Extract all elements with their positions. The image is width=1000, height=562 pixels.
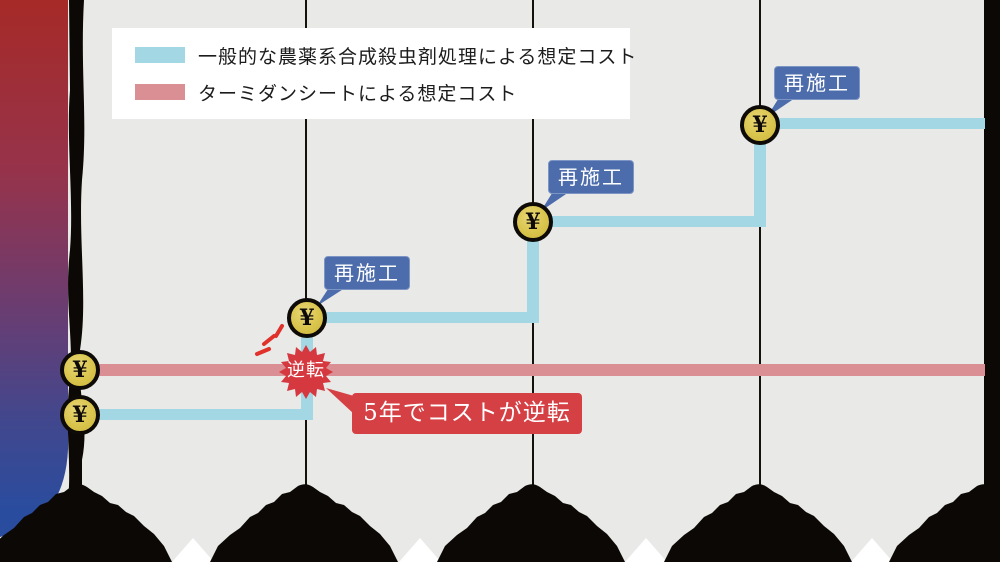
reapply-label: 再施工 bbox=[334, 261, 400, 285]
conventional-cost-riser bbox=[754, 118, 766, 227]
legend-swatch-termidan bbox=[135, 84, 185, 100]
mountain-silhouette bbox=[0, 484, 172, 562]
yen-icon: ¥ bbox=[299, 305, 315, 331]
yen-coin-reapply-3: ¥ bbox=[740, 105, 780, 145]
mountain-silhouette bbox=[437, 484, 625, 562]
yen-icon: ¥ bbox=[525, 209, 541, 235]
year-guide-line-15 bbox=[759, 0, 761, 500]
mountain-silhouette bbox=[889, 484, 1000, 562]
reapply-bubble-1: 再施工 bbox=[324, 256, 410, 290]
legend-label-conventional: 一般的な農薬系合成殺虫剤処理による想定コスト bbox=[198, 45, 638, 68]
yen-icon: ¥ bbox=[72, 357, 88, 383]
ground-gap bbox=[172, 538, 214, 562]
mountain-silhouette bbox=[664, 484, 852, 562]
yen-coin-conventional-start: ¥ bbox=[60, 395, 100, 435]
conventional-cost-riser bbox=[527, 216, 539, 323]
yen-icon: ¥ bbox=[72, 402, 88, 428]
legend: 一般的な農薬系合成殺虫剤処理による想定コスト ターミダンシートによる想定コスト bbox=[112, 28, 636, 119]
ground-gap bbox=[851, 538, 893, 562]
year-guide-line-5 bbox=[305, 0, 307, 500]
yen-coin-termidan-start: ¥ bbox=[60, 350, 100, 390]
termidan-cost-line bbox=[78, 364, 985, 376]
reapply-bubble-3: 再施工 bbox=[774, 66, 860, 100]
reversal-burst-label: 逆転 bbox=[287, 360, 325, 381]
yen-coin-reapply-1: ¥ bbox=[287, 298, 327, 338]
mountain-silhouette bbox=[210, 484, 398, 562]
yen-coin-reapply-2: ¥ bbox=[513, 202, 553, 242]
reapply-label: 再施工 bbox=[784, 71, 850, 95]
reversal-annotation-text: 5年でコストが逆転 bbox=[363, 400, 571, 426]
ground-gap bbox=[625, 538, 667, 562]
conventional-cost-segment bbox=[527, 216, 766, 227]
reapply-label: 再施工 bbox=[558, 165, 624, 189]
legend-swatch-conventional bbox=[135, 47, 185, 63]
reapply-bubble-2: 再施工 bbox=[548, 160, 634, 194]
yen-icon: ¥ bbox=[752, 112, 768, 138]
conventional-cost-segment bbox=[301, 312, 539, 323]
ground-gap bbox=[399, 538, 441, 562]
conventional-cost-segment bbox=[78, 409, 313, 420]
conventional-cost-segment bbox=[754, 118, 985, 129]
reversal-annotation-box: 5年でコストが逆転 bbox=[352, 393, 582, 434]
right-border-brush-stroke bbox=[984, 0, 1000, 562]
legend-label-termidan: ターミダンシートによる想定コスト bbox=[198, 82, 518, 105]
legend-row-conventional: 一般的な農薬系合成殺虫剤処理による想定コスト bbox=[135, 42, 636, 69]
legend-row-termidan: ターミダンシートによる想定コスト bbox=[135, 79, 630, 106]
